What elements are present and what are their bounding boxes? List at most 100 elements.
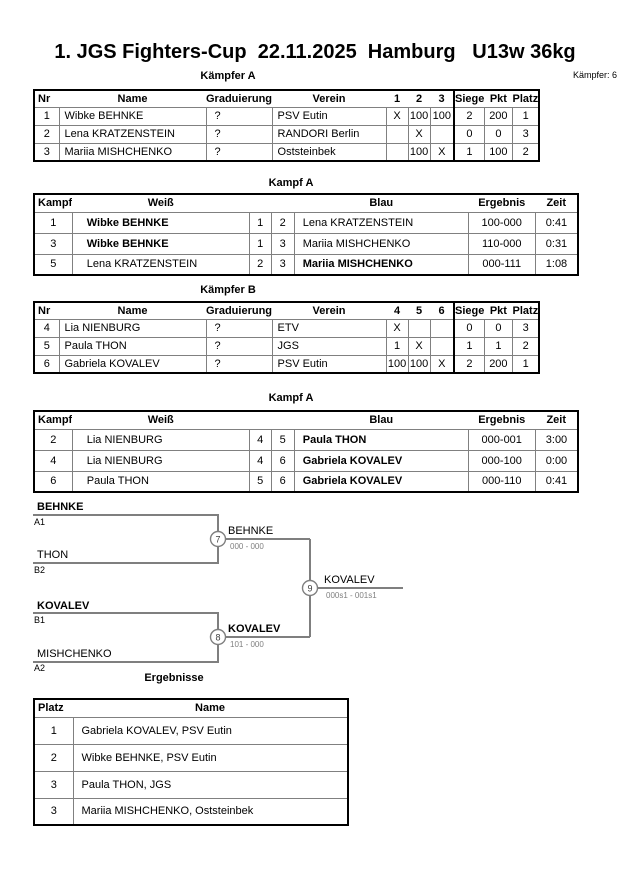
fights-b-table: Kampf Weiß Blau Ergebnis Zeit 2 Lia NIEN… (33, 410, 580, 493)
col-header-verein: Verein (272, 302, 387, 320)
cell-zeit: 1:08 (534, 253, 579, 276)
cell-weiss-nr: 4 (248, 428, 272, 451)
cell-siege: 1 (453, 336, 485, 356)
cell-graduierung: ? (205, 318, 273, 338)
cell-blau-nr: 6 (270, 470, 295, 493)
bracket-slot-seed: A1 (34, 517, 46, 527)
col-header-zeit: Zeit (535, 411, 579, 430)
pool-a-table: Nr Name Graduierung Verein 1 2 3 Siege P… (33, 89, 541, 162)
cell-zeit: 0:31 (534, 232, 579, 255)
cell-result-1 (385, 142, 409, 162)
cell-blau-nr: 5 (270, 428, 295, 451)
pool-a-heading: Kämpfer A (200, 70, 256, 82)
col-header-siege: Siege (453, 302, 485, 320)
cell-blau-nr: 6 (270, 449, 295, 472)
col-header-blau: Blau (294, 411, 469, 430)
cell-graduierung: ? (205, 142, 273, 162)
table-row: 2 Wibke BEHNKE, PSV Eutin (33, 743, 349, 772)
cell-blau: Gabriela KOVALEV (293, 449, 469, 472)
col-header-platz: Platz (34, 699, 73, 718)
cell-nr: 6 (33, 354, 60, 374)
cell-name: Lia NIENBURG (58, 318, 207, 338)
col-header-4: 4 (386, 302, 409, 320)
cell-blau: Mariia MISHCHENKO (293, 253, 469, 276)
cell-weiss: Lia NIENBURG (71, 428, 250, 451)
cell-pkt: 1 (483, 336, 513, 356)
cell-verein: ETV (271, 318, 387, 338)
col-header-kampf: Kampf (34, 194, 73, 213)
cell-platz: 2 (511, 336, 540, 356)
cell-ergebnis: 110-000 (467, 232, 536, 255)
cell-blau-nr: 3 (270, 232, 295, 255)
cell-blau-nr: 2 (270, 211, 295, 234)
cell-result-4: X (385, 318, 409, 338)
cell-name: Wibke BEHNKE (58, 106, 207, 126)
cell-weiss-nr: 5 (248, 470, 272, 493)
bracket-winner-score: 101 - 000 (230, 640, 264, 649)
cell-ergebnis: 000-111 (467, 253, 536, 276)
cell-result-2: 100 (407, 142, 431, 162)
col-header-5: 5 (408, 302, 431, 320)
cell-nr: 2 (33, 124, 60, 144)
cell-weiss-nr: 1 (248, 211, 272, 234)
cell-kampf: 3 (33, 232, 73, 255)
cell-graduierung: ? (205, 354, 273, 374)
cell-ergebnis: 000-110 (467, 470, 536, 493)
cell-weiss-nr: 2 (248, 253, 272, 276)
table-row: 3 Mariia MISHCHENKO, Oststeinbek (33, 797, 349, 826)
cell-name: Paula THON, JGS (72, 770, 349, 799)
bracket-node-9-number: 9 (307, 584, 312, 594)
cell-result-4: 100 (385, 354, 409, 374)
cell-result-3 (429, 124, 455, 144)
cell-name: Wibke BEHNKE, PSV Eutin (72, 743, 349, 772)
col-header-pkt: Pkt (484, 302, 513, 320)
cell-nr: 1 (33, 106, 60, 126)
cell-blau: Paula THON (293, 428, 469, 451)
results-heading: Ergebnisse (144, 672, 204, 684)
cell-platz: 2 (33, 743, 74, 772)
cell-kampf: 5 (33, 253, 73, 276)
header-row: Kampf Weiß Blau Ergebnis Zeit (34, 411, 579, 430)
col-header-name: Name (59, 302, 206, 320)
col-header-platz: Platz (512, 90, 540, 108)
table-row: 1 Gabriela KOVALEV, PSV Eutin (33, 716, 349, 745)
table-row: 3 Paula THON, JGS (33, 770, 349, 799)
cell-platz: 3 (511, 124, 540, 144)
header-row: Kampf Weiß Blau Ergebnis Zeit (34, 194, 579, 213)
bracket-winner-name: BEHNKE (228, 525, 274, 537)
table-row: 6 Paula THON 5 6 Gabriela KOVALEV 000-11… (33, 470, 579, 493)
col-header-weiss: Weiß (72, 194, 250, 213)
cell-weiss: Wibke BEHNKE (71, 211, 250, 234)
cell-ergebnis: 000-001 (467, 428, 536, 451)
cell-ergebnis: 000-100 (467, 449, 536, 472)
cell-kampf: 1 (33, 211, 73, 234)
col-header-3: 3 (430, 90, 455, 108)
col-header-blau: Blau (294, 194, 469, 213)
col-header-1: 1 (386, 90, 409, 108)
cell-siege: 2 (453, 106, 485, 126)
cell-result-6: X (429, 354, 455, 374)
cell-pkt: 0 (483, 318, 513, 338)
col-header-6: 6 (430, 302, 455, 320)
table-row: 4 Lia NIENBURG 4 6 Gabriela KOVALEV 000-… (33, 449, 579, 472)
cell-platz: 3 (33, 797, 74, 826)
cell-platz: 1 (511, 106, 540, 126)
cell-name: Lena KRATZENSTEIN (58, 124, 207, 144)
cell-weiss: Wibke BEHNKE (71, 232, 250, 255)
cell-platz: 3 (33, 770, 74, 799)
cell-result-2: X (407, 124, 431, 144)
cell-siege: 0 (453, 124, 485, 144)
col-header-spacer (249, 194, 295, 213)
bracket-slot-name: MISHCHENKO (37, 648, 112, 660)
cell-weiss: Paula THON (71, 470, 250, 493)
cell-result-1 (385, 124, 409, 144)
bracket-winner-score: 000s1 - 001s1 (326, 591, 377, 600)
cell-result-5 (407, 318, 431, 338)
cell-result-3: X (429, 142, 455, 162)
bracket-winner-name: KOVALEV (324, 574, 375, 586)
table-row: 5 Paula THON ? JGS 1 X 1 1 2 (33, 336, 540, 356)
header-row: Platz Name (34, 699, 348, 718)
page-title: 1. JGS Fighters-Cup 22.11.2025 Hamburg U… (54, 41, 576, 63)
cell-result-6 (429, 336, 455, 356)
cell-platz: 2 (511, 142, 540, 162)
